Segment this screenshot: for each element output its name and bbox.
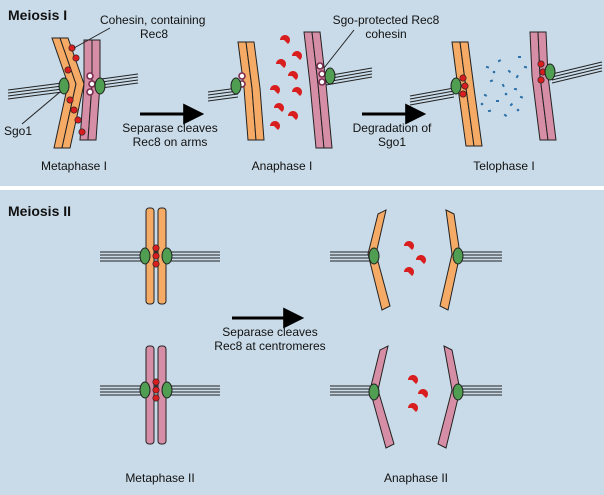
stage-label-metaphase-2: Metaphase II — [125, 471, 194, 485]
chromosome-orange-anaphase-1 — [237, 41, 265, 141]
section-divider — [0, 186, 604, 190]
sgo1-kinetochores-anaphase-1 — [230, 67, 336, 95]
sgo1-kinetochores — [58, 77, 106, 95]
cohesin-label-line1: Cohesin, containing — [100, 13, 205, 27]
spindle-fibers-a2-pink — [330, 385, 502, 396]
rec8-cohesin-arms — [64, 44, 86, 136]
degraded-sgo1-fragments — [480, 56, 528, 117]
spindle-fibers-a2-orange — [330, 251, 502, 262]
step3-caption-line1: Separase cleaves — [222, 325, 317, 339]
stage-label-anaphase-1: Anaphase I — [252, 159, 313, 173]
sgo1-m2-orange — [139, 247, 173, 265]
stage-label-telophase-1: Telophase I — [473, 159, 534, 173]
metaphase-2-pink — [100, 345, 220, 445]
step3-caption-line2: Rec8 at centromeres — [214, 339, 325, 353]
rec8-centromere-m2-pink — [152, 378, 160, 402]
sgo-protected-cohesin-anaphase-1 — [238, 62, 326, 88]
sgo-protected-cohesin-centromere — [86, 72, 96, 96]
cohesin-label-line2: Rec8 — [140, 27, 168, 41]
sgo1-m2-pink — [139, 381, 173, 399]
cleaved-rec8-fragments — [270, 35, 303, 130]
meiosis-1-title: Meiosis I — [8, 7, 67, 23]
cleaved-rec8-a2-orange — [404, 240, 426, 276]
meiosis-2-section: Meiosis II — [8, 203, 502, 485]
anaphase-2-pink — [330, 345, 502, 449]
step1-caption-line2: Rec8 on arms — [133, 135, 208, 149]
sgo1-label: Sgo1 — [4, 124, 32, 138]
sgo1-kinetochores-telophase-1 — [450, 63, 556, 95]
stage-label-metaphase-1: Metaphase I — [41, 159, 107, 173]
rec8-centromere-m2-orange — [152, 244, 160, 268]
meiosis-2-title: Meiosis II — [8, 203, 71, 219]
telophase-1-figure — [409, 31, 603, 147]
step1-caption-line1: Separase cleaves — [122, 121, 217, 135]
cleaved-rec8-a2-pink — [408, 375, 428, 412]
metaphase-1-figure — [7, 37, 139, 149]
sgo-protected-pointer — [323, 29, 355, 69]
meiosis-1-section: Meiosis I — [4, 7, 603, 173]
chromosome-pink-telophase-1 — [529, 31, 557, 141]
stage-label-anaphase-2: Anaphase II — [384, 471, 448, 485]
sgo1-a2-pink — [368, 383, 464, 401]
metaphase-2-orange — [100, 207, 220, 305]
step2-caption-line1: Degradation of — [353, 121, 432, 135]
step2-caption-line2: Sgo1 — [378, 135, 406, 149]
sgo-protected-label-line2: cohesin — [365, 27, 406, 41]
sgo1-pointer — [21, 91, 61, 125]
anaphase-2-orange — [330, 209, 502, 311]
anaphase-1-figure — [207, 31, 373, 149]
cohesin-pointer — [73, 27, 111, 49]
spindle-fibers-telophase-1 — [409, 61, 603, 106]
sgo-protected-label-line1: Sgo-protected Rec8 — [333, 13, 440, 27]
chromosome-pink-anaphase-1 — [303, 31, 333, 149]
sgo1-a2-orange — [368, 247, 464, 265]
